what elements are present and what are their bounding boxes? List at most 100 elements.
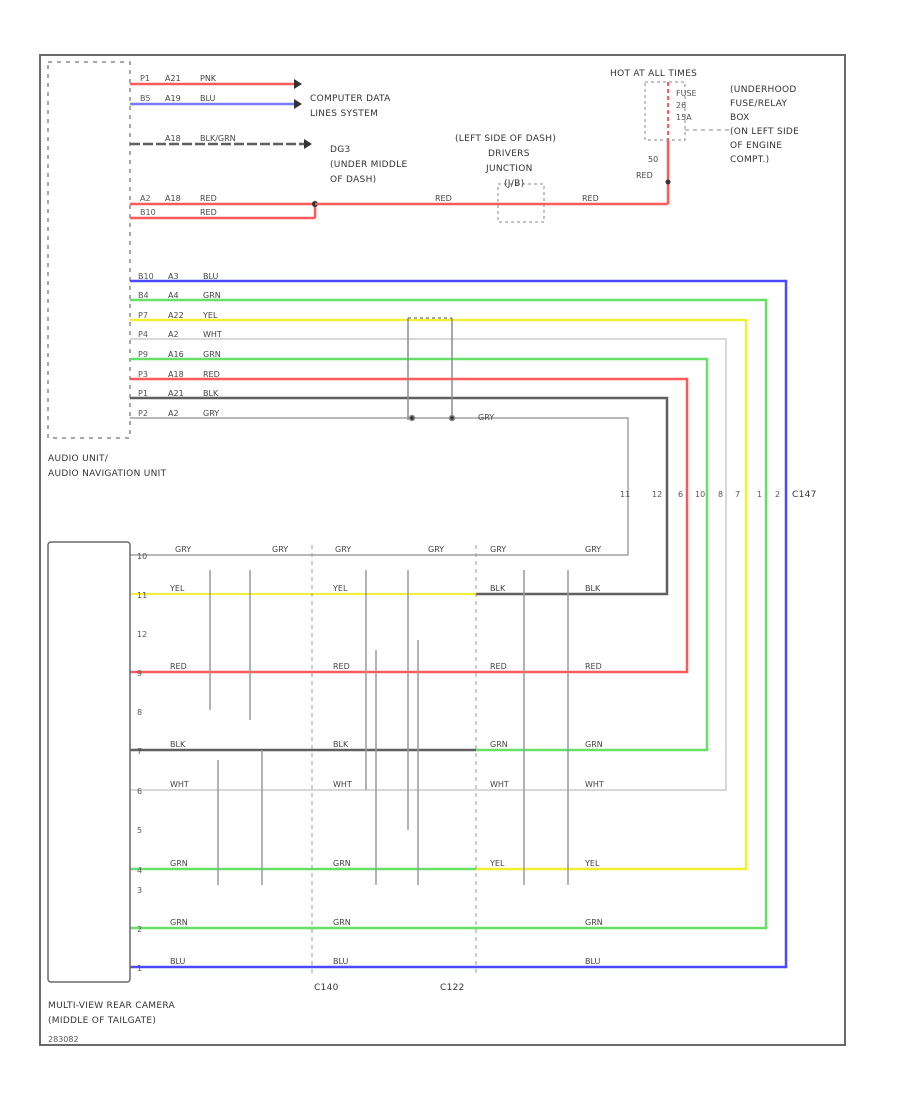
svg-text:B10: B10 <box>138 272 154 281</box>
svg-text:YEL: YEL <box>332 584 348 593</box>
svg-text:GRY: GRY <box>335 545 351 554</box>
svg-text:GRY: GRY <box>272 545 288 554</box>
svg-text:A18: A18 <box>165 134 181 143</box>
camera-box <box>47 541 131 983</box>
junction-wire-left-label: RED <box>435 194 452 203</box>
svg-text:GRN: GRN <box>170 918 188 927</box>
svg-text:RED: RED <box>170 662 187 671</box>
c122-label: C122 <box>440 983 465 993</box>
svg-text:BLK: BLK <box>333 740 349 749</box>
camera-pins: 10 11 12 9 8 7 6 5 4 3 2 1 <box>137 552 147 973</box>
svg-text:WHT: WHT <box>333 780 352 789</box>
svg-text:A21: A21 <box>165 74 181 83</box>
top-wire-blu: B5 A19 BLU <box>130 94 302 109</box>
junction-label-4: (J/B) <box>504 179 524 189</box>
svg-text:BLU: BLU <box>170 957 186 966</box>
svg-text:P3: P3 <box>138 370 148 379</box>
computer-data-label-2: LINES SYSTEM <box>310 109 378 119</box>
audio-unit-title-1: AUDIO UNIT/ <box>48 454 109 464</box>
svg-text:P1: P1 <box>138 389 148 398</box>
svg-text:P2: P2 <box>138 409 148 418</box>
computer-data-label-1: COMPUTER DATA <box>310 94 391 104</box>
junction-wire-right-label: RED <box>582 194 599 203</box>
svg-text:12: 12 <box>652 490 662 499</box>
svg-text:GRY: GRY <box>428 545 444 554</box>
svg-text:BLU: BLU <box>203 272 219 281</box>
svg-text:RED: RED <box>585 662 602 671</box>
svg-text:YEL: YEL <box>584 859 600 868</box>
hot-at-all-times-label: HOT AT ALL TIMES <box>610 69 697 79</box>
svg-text:GRN: GRN <box>203 350 221 359</box>
svg-text:11: 11 <box>137 591 147 600</box>
svg-text:BLK: BLK <box>203 389 219 398</box>
svg-text:10: 10 <box>695 490 705 499</box>
svg-text:PNK: PNK <box>200 74 217 83</box>
svg-text:GRN: GRN <box>203 291 221 300</box>
svg-text:WHT: WHT <box>585 780 604 789</box>
svg-text:6: 6 <box>137 787 142 796</box>
svg-text:RED: RED <box>200 208 217 217</box>
svg-text:5: 5 <box>137 826 142 835</box>
c140-label: C140 <box>314 983 339 993</box>
camera-shield-lines <box>209 570 569 885</box>
svg-text:RED: RED <box>490 662 507 671</box>
video-wires <box>130 279 788 969</box>
svg-text:WHT: WHT <box>203 330 222 339</box>
audio-unit-title-2: AUDIO NAVIGATION UNIT <box>48 469 167 479</box>
audio-unit-box <box>47 61 131 439</box>
connector-c147: C147 11 12 6 10 8 7 1 2 <box>620 490 816 500</box>
dg3-label-2: (UNDER MIDDLE <box>330 160 407 170</box>
svg-text:2: 2 <box>775 490 780 499</box>
svg-text:A18: A18 <box>165 194 181 203</box>
svg-text:A18: A18 <box>168 370 184 379</box>
svg-text:RED: RED <box>203 370 220 379</box>
dg3-label-1: DG3 <box>330 145 351 155</box>
svg-text:B10: B10 <box>140 208 156 217</box>
svg-text:A2: A2 <box>168 409 179 418</box>
svg-text:10: 10 <box>137 552 147 561</box>
svg-text:7: 7 <box>137 747 142 756</box>
svg-text:6: 6 <box>678 490 683 499</box>
svg-text:9: 9 <box>137 669 142 678</box>
fuse-box-label-2: FUSE/RELAY <box>730 99 788 109</box>
svg-text:8: 8 <box>718 490 723 499</box>
gry-inline-label: GRY <box>478 413 494 422</box>
svg-text:BLK/GRN: BLK/GRN <box>200 134 236 143</box>
svg-text:BLK: BLK <box>170 740 186 749</box>
svg-text:P4: P4 <box>138 330 148 339</box>
svg-text:A4: A4 <box>168 291 179 300</box>
camera-wire-labels: GRY GRY GRY GRY GRY GRY YEL YEL BLK BLK … <box>169 545 604 966</box>
fuse-wire-gauge: 50 <box>648 155 658 164</box>
svg-text:BLU: BLU <box>333 957 349 966</box>
svg-text:GRN: GRN <box>333 859 351 868</box>
svg-text:GRY: GRY <box>203 409 219 418</box>
svg-text:GRY: GRY <box>175 545 191 554</box>
top-wire-pnk: P1 A21 PNK <box>130 74 302 89</box>
svg-text:A3: A3 <box>168 272 179 281</box>
svg-text:P9: P9 <box>138 350 148 359</box>
svg-text:8: 8 <box>137 708 142 717</box>
svg-text:A21: A21 <box>168 389 184 398</box>
svg-text:A2: A2 <box>168 330 179 339</box>
camera-title-1: MULTI-VIEW REAR CAMERA <box>48 1001 176 1011</box>
svg-text:11: 11 <box>620 490 630 499</box>
junction-label-2: DRIVERS <box>488 149 530 159</box>
svg-text:GRN: GRN <box>490 740 508 749</box>
svg-text:1: 1 <box>137 964 142 973</box>
svg-text:4: 4 <box>137 866 142 875</box>
junction-label-3: JUNCTION <box>485 164 533 174</box>
svg-text:GRY: GRY <box>490 545 506 554</box>
svg-text:YEL: YEL <box>489 859 505 868</box>
svg-text:RED: RED <box>333 662 350 671</box>
svg-text:2: 2 <box>137 925 142 934</box>
svg-text:BLK: BLK <box>585 584 601 593</box>
fuse-rating: 15A <box>676 113 692 122</box>
svg-text:YEL: YEL <box>202 311 218 320</box>
svg-text:3: 3 <box>137 886 142 895</box>
svg-text:RED: RED <box>200 194 217 203</box>
svg-text:B5: B5 <box>140 94 151 103</box>
svg-text:P7: P7 <box>138 311 148 320</box>
power-wire-b10: B10 RED <box>130 204 317 220</box>
shield-marks: GRY <box>407 317 494 422</box>
